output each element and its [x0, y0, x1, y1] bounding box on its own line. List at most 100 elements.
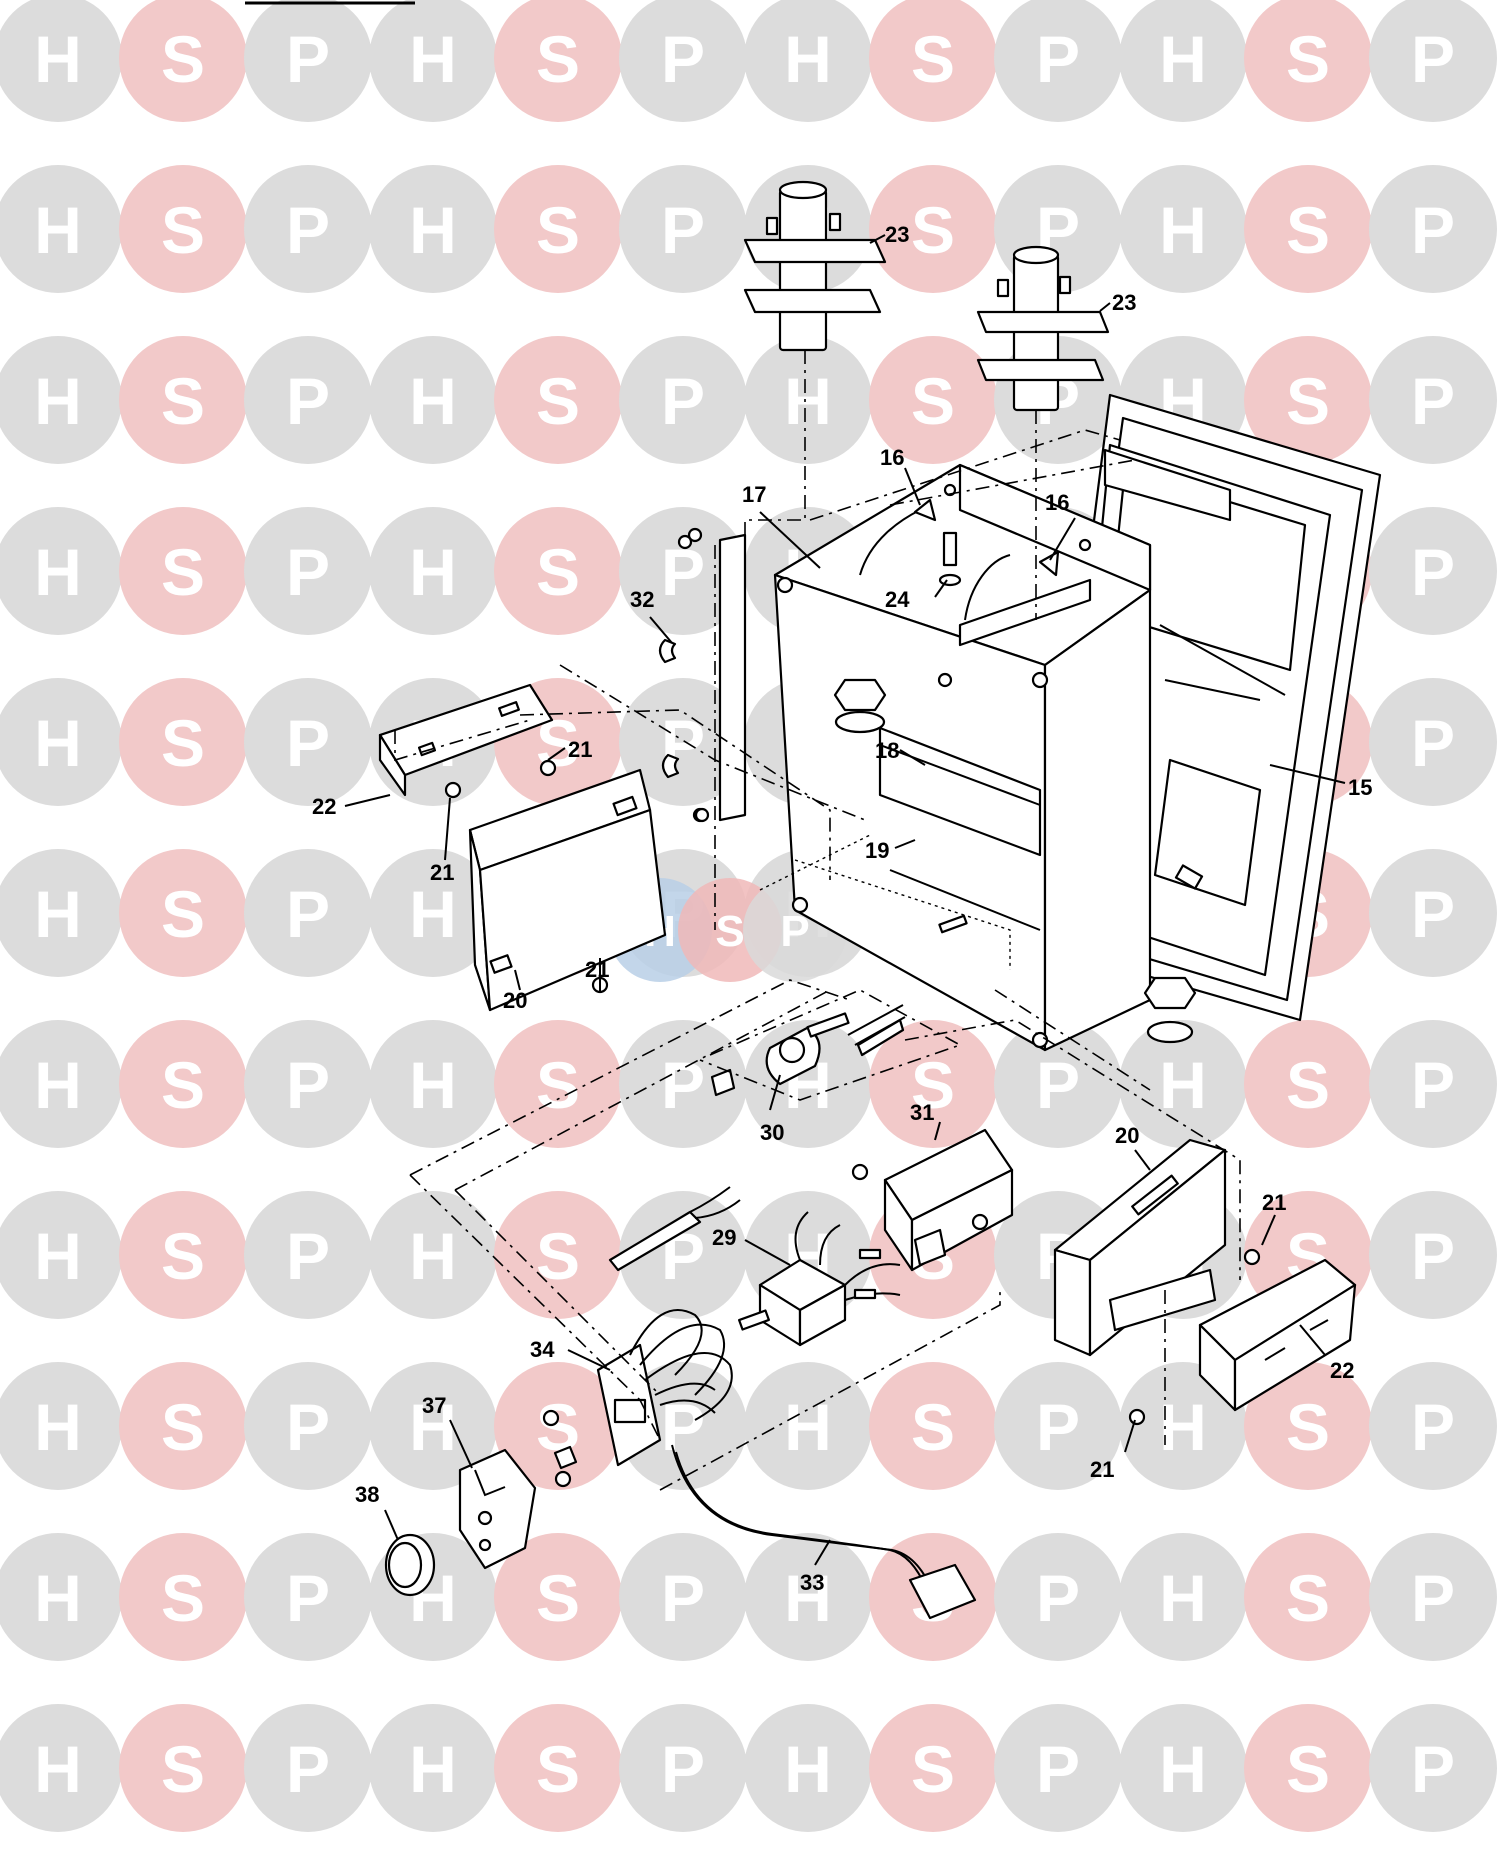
watermark-letter: P: [286, 1561, 330, 1635]
watermark-letter: H: [34, 1561, 82, 1635]
watermark-letter: S: [161, 364, 205, 438]
watermark-circle: [244, 1533, 372, 1661]
part-37-bezel: [458, 1448, 537, 1570]
part-29-switch: [608, 1186, 901, 1347]
watermark-circle: [619, 336, 747, 464]
projection-lines: [394, 350, 1241, 1491]
watermark-letter: S: [161, 22, 205, 96]
watermark-circle: [869, 1362, 997, 1490]
watermark-letter: S: [161, 1732, 205, 1806]
part-31-box: [851, 1128, 1014, 1272]
part-23-spigot-left: [743, 180, 887, 352]
part-33-lead: [671, 1444, 977, 1620]
callout-23-top-left: 23: [885, 222, 909, 247]
watermark-letter: P: [1411, 1561, 1455, 1635]
watermark-circle: [369, 0, 497, 122]
watermark-circle: [494, 507, 622, 635]
watermark-letter: P: [1036, 1048, 1080, 1122]
watermark-circle: [119, 336, 247, 464]
watermark-circle: [744, 336, 872, 464]
watermark-circle: [869, 336, 997, 464]
watermark-letter: S: [911, 364, 955, 438]
watermark-letter: S: [161, 877, 205, 951]
watermark-letter: H: [1159, 1732, 1207, 1806]
watermark-letter: P: [1411, 877, 1455, 951]
watermark-letter: H: [34, 364, 82, 438]
watermark-circle: [494, 1362, 622, 1490]
watermark-circle: [119, 1704, 247, 1832]
watermark-circle: [994, 1362, 1122, 1490]
watermark-circle: [619, 1533, 747, 1661]
watermark-letter: P: [1411, 1219, 1455, 1293]
callout-24: 24: [885, 587, 910, 612]
watermark-letter: S: [911, 22, 955, 96]
callout-16-upper: 16: [880, 445, 904, 470]
watermark-circle: [0, 678, 122, 806]
callout-20-right: 20: [1115, 1123, 1139, 1148]
watermark-letter: S: [536, 1732, 580, 1806]
watermark-letter: P: [1036, 1390, 1080, 1464]
watermark-circle: [619, 0, 747, 122]
part-34-harness: [542, 1309, 733, 1488]
watermark-letter: P: [661, 364, 705, 438]
center-logo-letter: S: [715, 907, 744, 956]
watermark-letter: H: [409, 1219, 457, 1293]
watermark-letter: H: [1159, 1048, 1207, 1122]
watermark-letter: H: [409, 1732, 457, 1806]
watermark-letter: S: [161, 1390, 205, 1464]
watermark-letter: P: [1036, 22, 1080, 96]
watermark-letter: P: [661, 1732, 705, 1806]
part-22-bracket-right: [1198, 1258, 1357, 1412]
watermark-letter: P: [286, 706, 330, 780]
watermark-letter: H: [1159, 22, 1207, 96]
watermark-circle: [744, 1533, 872, 1661]
watermark-letter: H: [34, 877, 82, 951]
watermark-circle: [1119, 1533, 1247, 1661]
watermark-circle: [0, 1533, 122, 1661]
watermark-letter: P: [661, 22, 705, 96]
watermark-circle: [369, 1191, 497, 1319]
watermark-circle: [994, 0, 1122, 122]
watermark-circle: [1369, 507, 1497, 635]
watermark-letter: S: [1286, 1561, 1330, 1635]
watermark-circle: [494, 1020, 622, 1148]
watermark-circle: [119, 507, 247, 635]
watermark-letter: S: [161, 1219, 205, 1293]
watermark-circle: [0, 1020, 122, 1148]
watermark-circle: [0, 336, 122, 464]
watermark-circle: [1369, 1362, 1497, 1490]
part-30-thermostat: [710, 1004, 906, 1097]
watermark-letter: S: [1286, 1390, 1330, 1464]
watermark-circle: [1119, 1020, 1247, 1148]
watermark-circle: [744, 0, 872, 122]
watermark-circle: [869, 1020, 997, 1148]
watermark-letter: P: [1411, 706, 1455, 780]
part-20-cover-right: [1053, 1138, 1227, 1357]
watermark-circle: [0, 165, 122, 293]
watermark-circle: [244, 336, 372, 464]
watermark-circle: [369, 1020, 497, 1148]
watermark-circle: [869, 1704, 997, 1832]
watermark-circle: [994, 1533, 1122, 1661]
watermark-letter: H: [1159, 193, 1207, 267]
watermark-letter: S: [161, 193, 205, 267]
callout-21-left-lower: 21: [585, 957, 609, 982]
watermark-letter: H: [34, 535, 82, 609]
watermark-circle: [494, 0, 622, 122]
watermark-circle: [369, 1362, 497, 1490]
watermark-letter: P: [286, 1048, 330, 1122]
watermark-circle: [369, 1704, 497, 1832]
watermark-circle: [1119, 1362, 1247, 1490]
watermark-letter: H: [34, 1219, 82, 1293]
leader-lines: [344, 234, 1346, 1566]
watermark-circle: [744, 1704, 872, 1832]
watermark-letter: H: [784, 1390, 832, 1464]
part-16-bracket-a: [913, 498, 937, 522]
watermark-circle: [494, 165, 622, 293]
watermark-letter: H: [784, 1561, 832, 1635]
watermark-circle: [0, 1704, 122, 1832]
watermark-circle: [119, 165, 247, 293]
callout-30: 30: [760, 1120, 784, 1145]
callout-17: 17: [742, 482, 766, 507]
